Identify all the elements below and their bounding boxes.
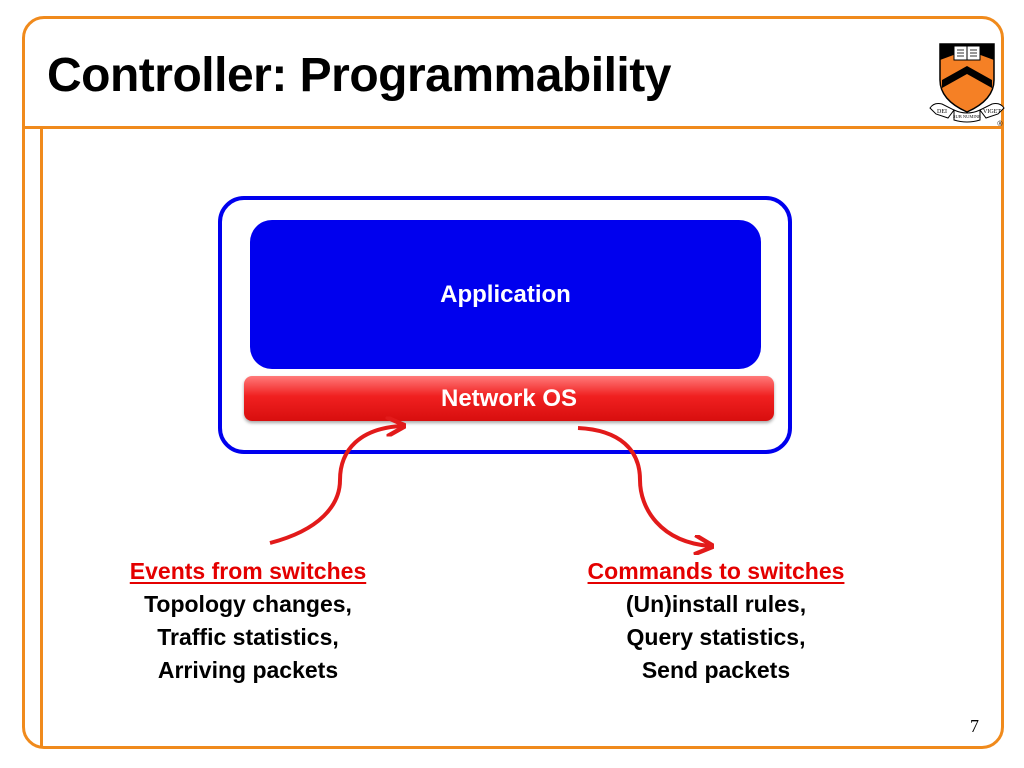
left-margin-rule [40, 129, 43, 746]
title-divider [22, 126, 1004, 129]
network-os-bar: Network OS [244, 376, 774, 421]
svg-text:VIGET: VIGET [983, 109, 1001, 115]
commands-item: (Un)install rules, [625, 591, 807, 617]
svg-text:®: ® [997, 120, 1003, 128]
princeton-shield-logo: DEI SUB NUMINE VIGET ® [929, 43, 1005, 128]
events-from-switches-list: Events from switches Topology changes, T… [78, 555, 418, 687]
commands-item: Query statistics, [626, 624, 806, 650]
commands-item: Send packets [641, 657, 791, 683]
events-item: Traffic statistics, [157, 624, 339, 650]
network-os-label: Network OS [440, 384, 578, 412]
commands-to-switches-list: Commands to switches (Un)install rules, … [546, 555, 886, 687]
application-box: Application [250, 220, 761, 369]
slide-title: Controller: Programmability [47, 49, 671, 102]
svg-text:DEI: DEI [937, 109, 947, 115]
events-item: Topology changes, [144, 591, 352, 617]
commands-heading: Commands to switches [587, 558, 845, 584]
svg-text:SUB NUMINE: SUB NUMINE [953, 114, 981, 119]
page-number: 7 [970, 716, 979, 736]
events-heading: Events from switches [129, 558, 367, 584]
application-label: Application [440, 280, 571, 308]
events-item: Arriving packets [157, 657, 339, 683]
slide-frame [22, 16, 1004, 749]
